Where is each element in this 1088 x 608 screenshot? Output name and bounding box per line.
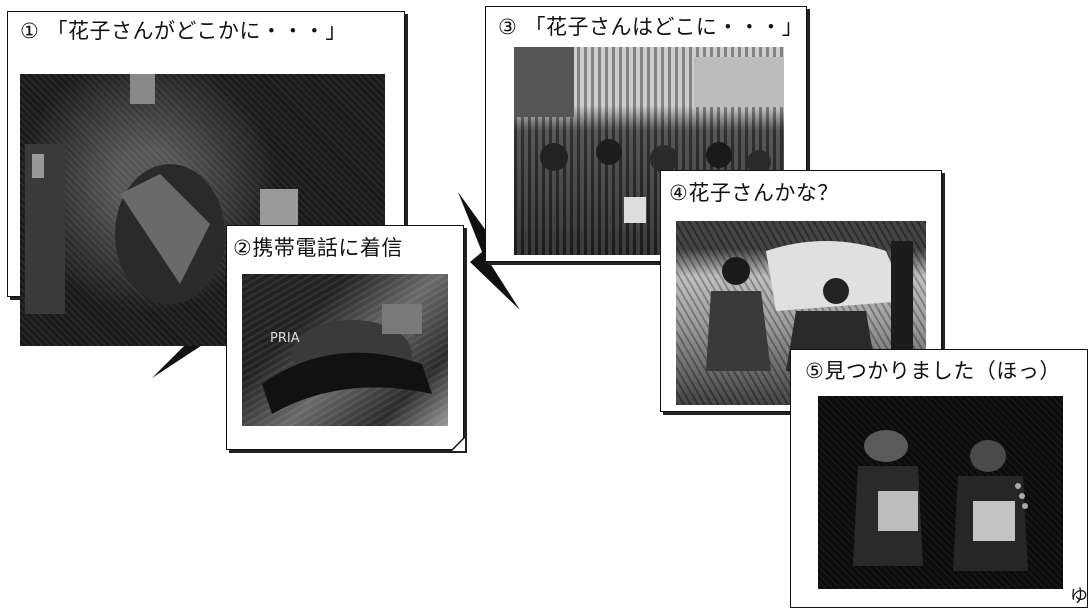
panel-2-caption: ②携帯電話に着信 [233, 236, 403, 260]
panel-3-caption: ③ 「花子さんはどこに・・・」 [498, 15, 804, 39]
panel-2-photo: PRIA [242, 274, 448, 426]
page-fold-corner [451, 437, 465, 451]
panel-5: ⑤見つかりました（ほっ） [790, 349, 1088, 608]
panel-5-caption: ⑤見つかりました（ほっ） [805, 359, 1061, 383]
panel-1: ① 「花子さんがどこかに・・・」 [7, 11, 405, 346]
panel-1-photo [20, 74, 385, 346]
panel-5-photo [818, 396, 1063, 589]
panel-3: ③ 「花子さんはどこに・・・」 [485, 6, 807, 262]
corner-text-fragment: ゆ [1070, 586, 1088, 607]
panel-1-caption: ① 「花子さんがどこかに・・・」 [20, 19, 347, 43]
panel-4-caption: ④花子さんかな？ [669, 181, 839, 205]
panel-2: ②携帯電話に着信 PRIA [226, 225, 465, 451]
svg-text:PRIA: PRIA [270, 331, 300, 346]
